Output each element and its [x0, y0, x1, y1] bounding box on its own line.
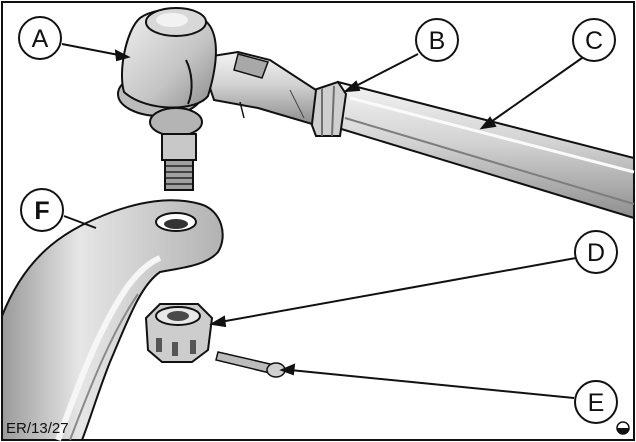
leader-lines: [61, 43, 583, 399]
callout-label-f: F: [34, 197, 49, 225]
leader-c: [487, 57, 583, 125]
ball-joint-head: [117, 7, 217, 137]
callout-b: B: [415, 18, 459, 62]
reference-code: ER/13/27: [6, 420, 69, 437]
leader-e: [289, 369, 575, 399]
leader-f: [63, 215, 97, 229]
leader-b: [351, 53, 419, 89]
arrow-b: [343, 80, 361, 93]
callout-label-e: E: [588, 389, 605, 417]
split-pin: [215, 351, 286, 378]
callout-label-a: A: [32, 25, 49, 53]
ball-pin: [161, 133, 197, 191]
leader-d: [219, 257, 577, 323]
arrow-a: [114, 49, 131, 62]
arrow-d: [209, 315, 227, 328]
callout-a: A: [18, 16, 62, 60]
castle-nut: [144, 303, 214, 363]
callout-label-d: D: [587, 239, 605, 267]
callout-label-c: C: [585, 27, 603, 55]
arrow-c: [479, 116, 497, 130]
steering-arm: [1, 199, 224, 442]
callout-c: C: [572, 18, 616, 62]
callout-f: F: [20, 188, 64, 232]
arrow-e: [279, 363, 296, 376]
callout-e: E: [574, 380, 618, 424]
ball-joint-shank: [198, 50, 318, 126]
callout-d: D: [574, 230, 618, 274]
leader-a: [61, 43, 125, 57]
lock-nut: [308, 80, 348, 137]
callout-label-b: B: [429, 27, 446, 55]
corner-mark-icon: [616, 421, 630, 435]
